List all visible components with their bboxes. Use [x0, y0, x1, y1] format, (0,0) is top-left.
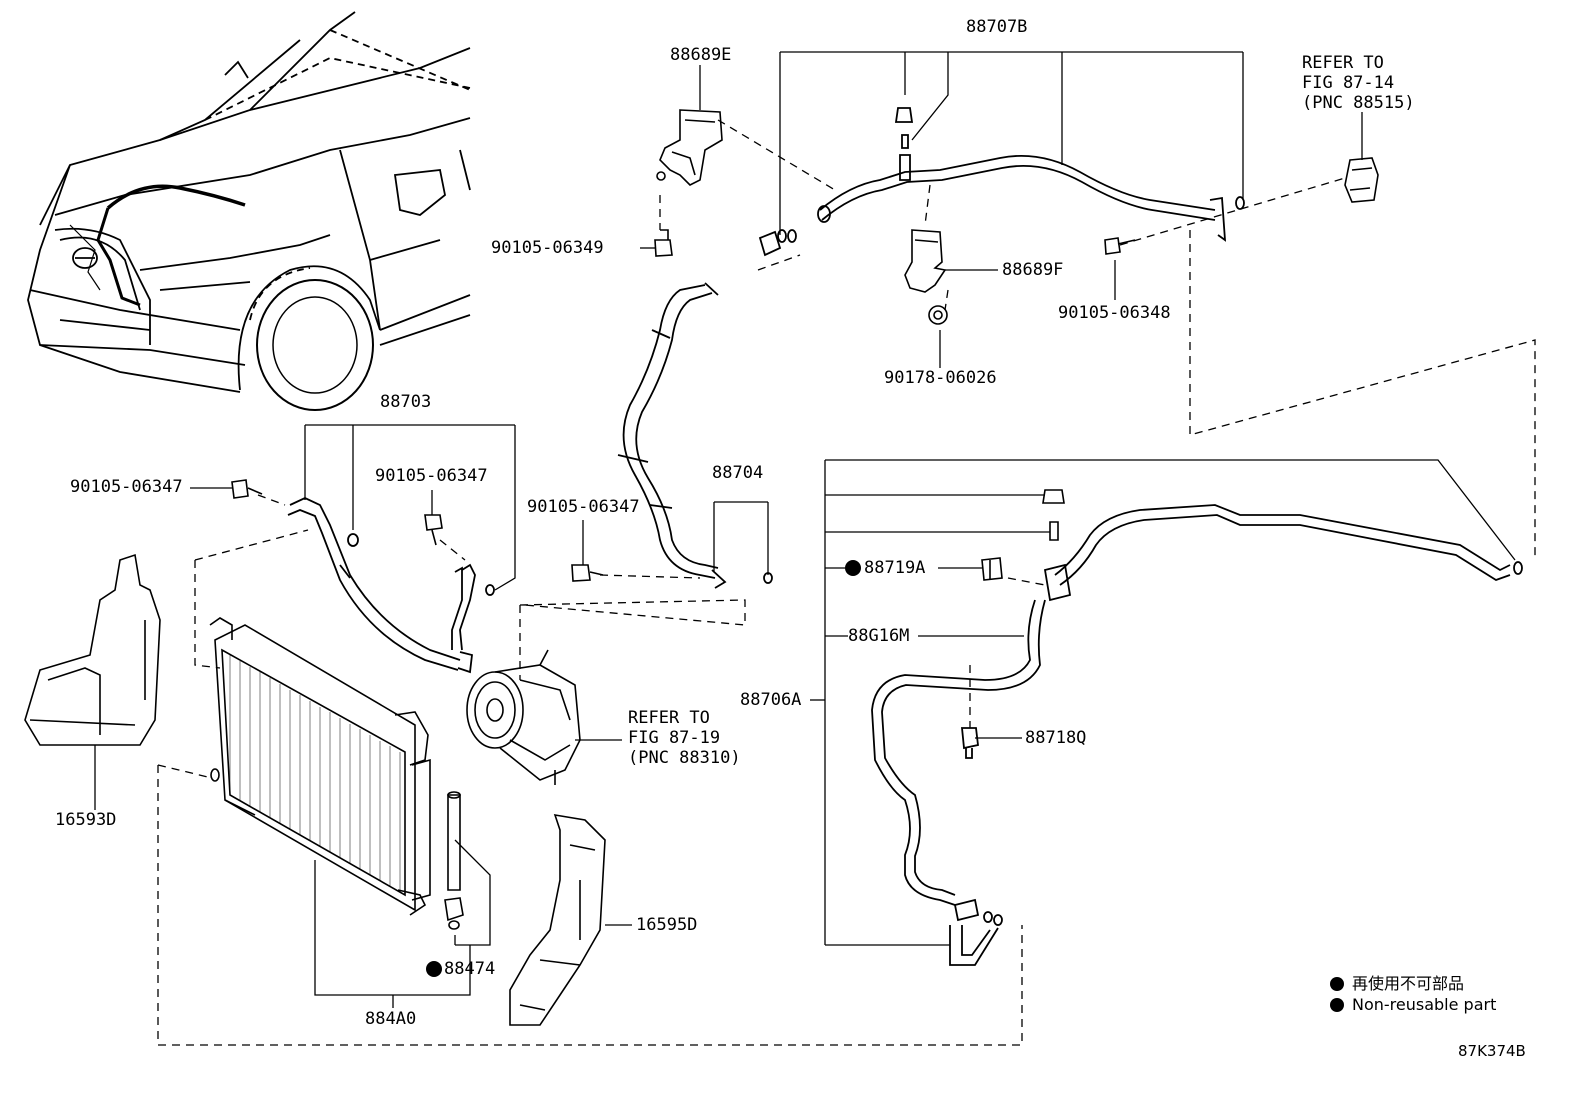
label-90105-06347-left[interactable]: 90105-06347	[70, 477, 183, 497]
legend-en-text: Non-reusable part	[1352, 995, 1497, 1014]
pipe-88707B	[818, 108, 1244, 240]
dashed-connections	[158, 120, 1535, 1045]
non-reusable-markers	[426, 560, 861, 977]
bracket-88689E	[657, 110, 722, 185]
bolts	[232, 230, 1135, 581]
label-88689E[interactable]: 88689E	[670, 45, 732, 65]
legend-en: Non-reusable part	[1330, 995, 1496, 1014]
leader-lines	[95, 52, 1515, 1008]
label-884A0[interactable]: 884A0	[365, 1009, 417, 1029]
compressor	[467, 650, 580, 785]
label-90178-06026[interactable]: 90178-06026	[884, 368, 997, 388]
legend-jp-text: 再使用不可部品	[1352, 974, 1465, 993]
condenser-884A0	[210, 618, 430, 915]
label-88G16M[interactable]: 88G16M	[848, 626, 910, 646]
legend-dot-icon	[1330, 977, 1344, 991]
label-88719A[interactable]: 88719A	[864, 558, 926, 578]
label-90105-06349[interactable]: 90105-06349	[491, 238, 604, 258]
label-16595D[interactable]: 16595D	[636, 915, 698, 935]
label-88474[interactable]: 88474	[444, 959, 496, 979]
figure-id: 87K374B	[1458, 1042, 1526, 1060]
label-88703[interactable]: 88703	[380, 392, 432, 412]
refer-fig-87-19[interactable]: REFER TO FIG 87-19 (PNC 88310)	[628, 708, 741, 768]
label-90105-06347-middle[interactable]: 90105-06347	[375, 466, 488, 486]
label-16593D[interactable]: 16593D	[55, 810, 117, 830]
hose-88704	[618, 230, 796, 588]
pipe-88706A	[872, 505, 1522, 965]
hose-88703	[288, 498, 494, 672]
dryer-88474	[445, 792, 463, 929]
label-90105-06348[interactable]: 90105-06348	[1058, 303, 1171, 323]
label-88718Q[interactable]: 88718Q	[1025, 728, 1087, 748]
seal-16595D	[510, 815, 605, 1025]
legend-jp: 再使用不可部品	[1330, 970, 1464, 994]
vehicle-illustration	[28, 12, 470, 410]
legend-dot-icon	[1330, 998, 1344, 1012]
refer-fig-87-14[interactable]: REFER TO FIG 87-14 (PNC 88515)	[1302, 53, 1415, 113]
label-88689F[interactable]: 88689F	[1002, 260, 1064, 280]
label-90105-06347-right[interactable]: 90105-06347	[527, 497, 640, 517]
label-88707B[interactable]: 88707B	[966, 17, 1028, 37]
label-88704[interactable]: 88704	[712, 463, 764, 483]
seal-16593D	[25, 555, 160, 745]
connector-88515	[1345, 158, 1378, 202]
label-88706A[interactable]: 88706A	[740, 690, 802, 710]
bracket-88689F	[905, 230, 947, 324]
